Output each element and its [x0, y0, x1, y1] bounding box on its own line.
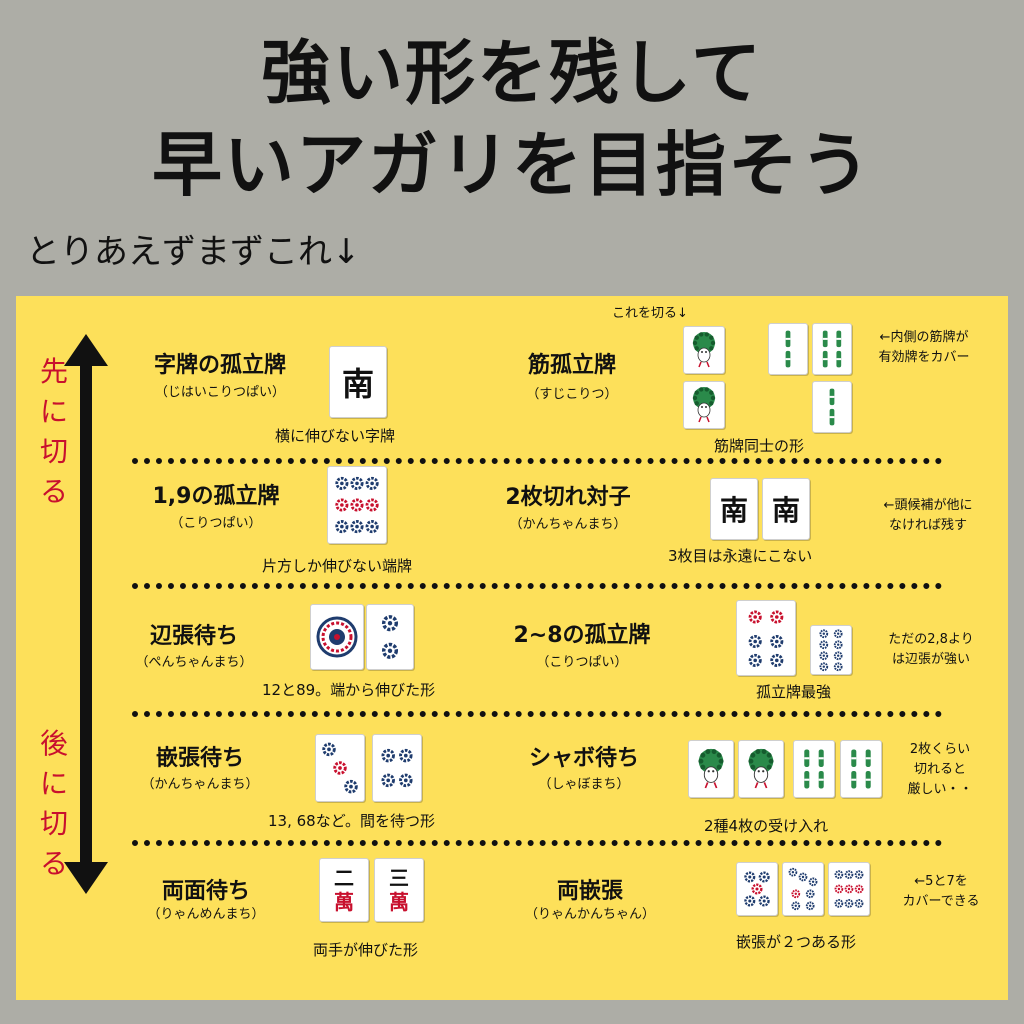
page-title-line2: 早いアガリを目指そう — [152, 124, 872, 206]
side-note: ただの2,8よりは辺張が強い — [888, 632, 974, 667]
item-reading: （かんちゃんまち） — [509, 517, 627, 532]
bamboo-stick-icon — [793, 740, 835, 798]
tile-south: 南 — [329, 346, 387, 418]
item-caption: 12と89。端から伸びた形 — [262, 681, 436, 699]
tile-3-pin — [315, 734, 365, 802]
tile-3-man: 三萬 — [374, 858, 424, 922]
page-title-line1: 強い形を残して — [261, 32, 763, 114]
tile-9-pin — [327, 466, 387, 544]
item-caption: 筋牌同士の形 — [714, 437, 805, 455]
item-reading: （りゃんめんまち） — [147, 907, 265, 922]
item-caption: 13, 68など。間を待つ形 — [268, 812, 435, 830]
item-caption: 孤立牌最強 — [756, 683, 832, 701]
row-divider — [132, 840, 942, 846]
bamboo-stick-icon — [840, 740, 882, 798]
item-caption: 横に伸びない字牌 — [275, 427, 396, 445]
side-note: ←頭候補が他になければ残す — [883, 498, 973, 533]
tile-7-pin — [782, 862, 824, 916]
item-caption: 3枚目は永遠にこない — [668, 547, 813, 565]
tile-4-pin — [372, 734, 422, 802]
item-caption: 片方しか伸びない端牌 — [262, 557, 413, 575]
side-note: ←5と7をカバーできる — [902, 874, 980, 909]
bamboo-stick-icon — [812, 323, 852, 375]
item-name: 辺張待ち — [149, 624, 238, 649]
bamboo-stick-icon — [812, 381, 852, 433]
row-divider — [132, 458, 942, 464]
item-reading: （ぺんちゃんまち） — [135, 655, 253, 670]
peacock-icon — [683, 326, 725, 374]
bamboo-stick-icon — [768, 323, 808, 375]
top-note: これを切る↓ — [612, 306, 688, 321]
tile-8-pin — [810, 625, 852, 675]
item-reading: （じはいこりつぱい） — [154, 385, 286, 400]
item-name: 嵌張待ち — [155, 746, 244, 771]
item-reading: （こりつぱい） — [170, 516, 262, 531]
peacock-icon — [738, 740, 784, 798]
tile-south: 南 — [762, 478, 810, 540]
tile-5-pin — [736, 862, 778, 916]
side-note: 2枚くらい切れると厳しい・・ — [907, 742, 973, 797]
tile-character: 南 — [771, 494, 800, 527]
tile-1-pin — [310, 604, 364, 670]
item-name: 両面待ち — [161, 879, 250, 904]
peacock-icon — [683, 381, 725, 429]
item-reading: （かんちゃんまち） — [141, 777, 259, 792]
discard-first-label: 先に切る — [39, 355, 68, 508]
arrow-shaft — [80, 362, 92, 864]
item-name: 字牌の孤立牌 — [153, 353, 286, 378]
item-name: 2~8の孤立牌 — [513, 623, 651, 648]
tile-6-pin — [736, 600, 796, 676]
item-reading: （すじこりつ） — [526, 387, 618, 402]
item-reading: （こりつぱい） — [536, 655, 628, 670]
item-name: 筋孤立牌 — [527, 353, 616, 378]
item-reading: （りゃんかんちゃん） — [524, 907, 655, 922]
tile-character: 南 — [719, 494, 748, 527]
item-name: 2枚切れ対子 — [505, 485, 631, 510]
tile-9-pin — [828, 862, 870, 916]
tile-character: 南 — [341, 365, 374, 403]
item-caption: 2種4枚の受け入れ — [704, 817, 829, 835]
arrow-down-icon — [64, 862, 108, 894]
row-divider — [132, 711, 942, 717]
side-note: ←内側の筋牌が有効牌をカバー — [878, 330, 970, 365]
tile-2-man: 二萬 — [319, 858, 369, 922]
item-caption: 両手が伸びた形 — [313, 941, 419, 959]
item-reading: （しゃぼまち） — [538, 777, 630, 792]
discard-later-label: 後に切る — [39, 727, 68, 880]
item-caption: 嵌張が２つある形 — [736, 933, 857, 951]
row-divider — [132, 583, 942, 589]
item-name: 1,9の孤立牌 — [152, 484, 280, 509]
arrow-up-icon — [64, 334, 108, 366]
peacock-icon — [688, 740, 734, 798]
item-name: シャボ待ち — [528, 746, 639, 771]
item-name: 両嵌張 — [556, 879, 623, 904]
tile-south: 南 — [710, 478, 758, 540]
tile-2-pin — [366, 604, 414, 670]
page-subtitle: とりあえずまずこれ↓ — [26, 232, 361, 272]
